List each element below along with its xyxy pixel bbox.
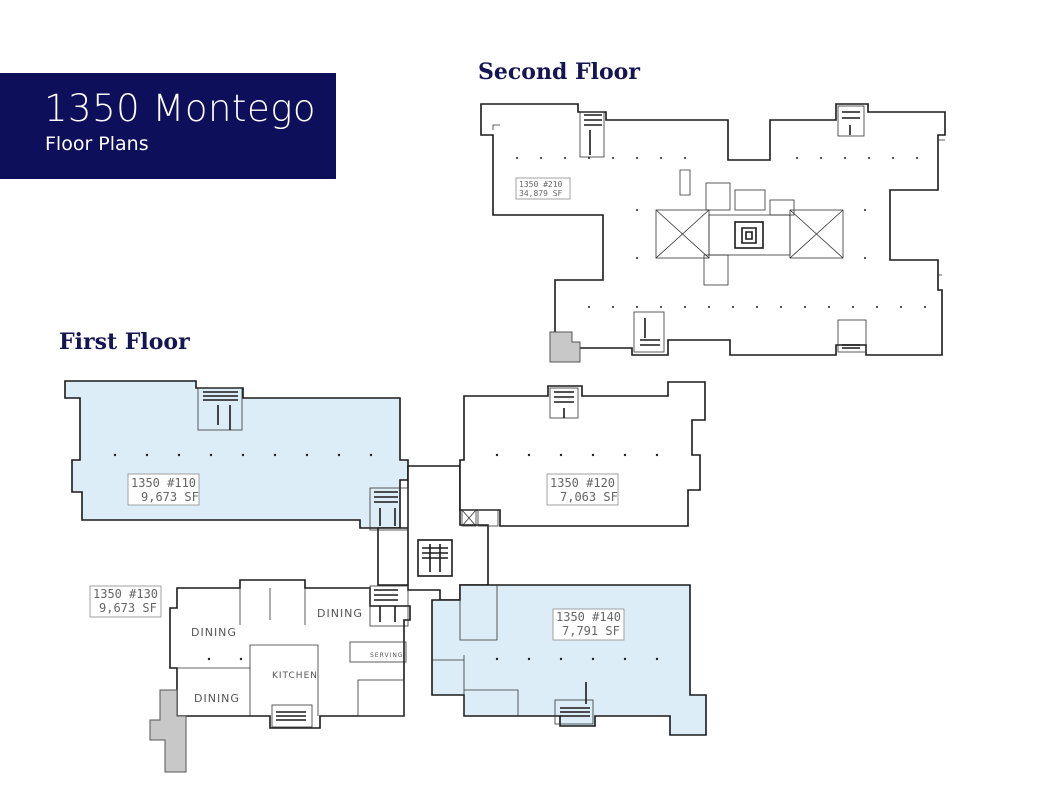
unit-210-label-box (515, 177, 571, 200)
unit-130-area: 9,673 SF (99, 601, 157, 615)
room-label-dining-3: DINING (194, 692, 240, 705)
unit-110-outline[interactable] (64, 380, 409, 529)
unit-130-name: 1350 #130 (93, 587, 158, 601)
unit-210-name: 1350 #210 (519, 180, 563, 189)
unit-110-name: 1350 #110 (131, 476, 196, 490)
grey-service-area (549, 331, 581, 363)
page-title: 1350 Montego (44, 87, 317, 130)
stair-core (734, 221, 764, 249)
second-floor-columns (516, 157, 926, 308)
first-floor-heading: First Floor (59, 329, 190, 355)
title-block (0, 73, 336, 179)
room-label-serving: SERVING (370, 652, 403, 659)
unit-140-name: 1350 #140 (556, 610, 621, 624)
unit-120-area: 7,063 SF (560, 490, 618, 504)
unit-110-area: 9,673 SF (141, 490, 199, 504)
unit-140-label-box (552, 608, 625, 641)
unit-110-label-box (127, 473, 200, 506)
central-stair (417, 539, 453, 577)
unit-210-outline[interactable] (480, 103, 946, 356)
grey-patio (149, 689, 187, 773)
second-floor-heading: Second Floor (478, 59, 640, 85)
room-label-kitchen: KITCHEN (272, 671, 318, 681)
second-floor-plan: 1350 #210 34,879 SF (480, 103, 946, 363)
unit-210-area: 34,879 SF (519, 189, 563, 198)
unit-140-area: 7,791 SF (562, 624, 620, 638)
unit-130-label-box (89, 585, 162, 618)
page-subtitle: Floor Plans (45, 133, 149, 155)
unit-120-name: 1350 #120 (550, 476, 615, 490)
unit-120-label-box (546, 473, 619, 506)
first-floor-columns (113, 453, 659, 661)
room-label-dining-2: DINING (317, 607, 363, 620)
first-floor-plan: 1350 #110 9,673 SF 1350 #120 7,063 SF 13… (64, 380, 707, 773)
room-label-dining-1: DINING (191, 626, 237, 639)
